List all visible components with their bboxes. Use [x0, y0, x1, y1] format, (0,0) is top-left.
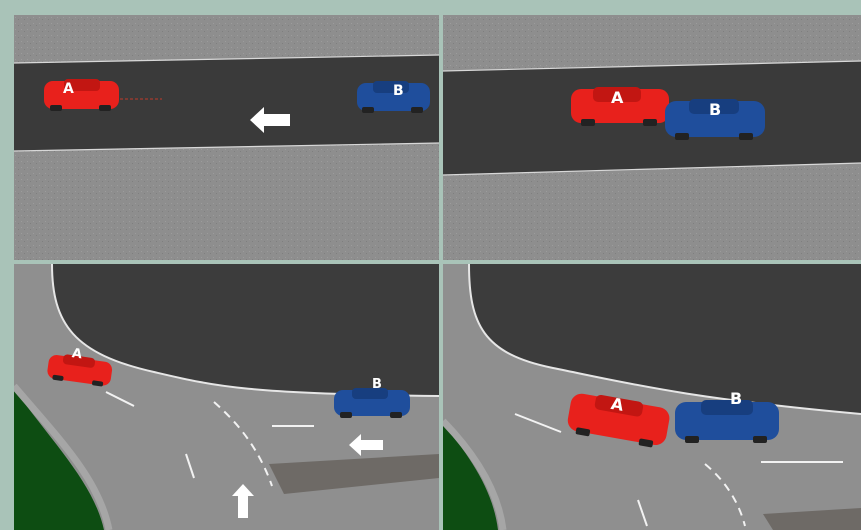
panel-bottom-left-scene: A B: [14, 264, 439, 530]
car-a: A: [571, 87, 669, 126]
car-a-label: A: [71, 346, 83, 362]
car-b-label: B: [393, 83, 404, 99]
panel-top-left: A B: [14, 15, 439, 260]
car-b: B: [665, 99, 765, 140]
panel-top-right-scene: A B: [443, 15, 861, 260]
car-a-label: A: [63, 81, 74, 97]
car-a-label: A: [611, 88, 624, 107]
car-b-label: B: [730, 389, 742, 408]
panel-top-right: A B: [443, 15, 861, 260]
panel-bottom-left: A B: [14, 264, 439, 530]
car-b-label: B: [372, 377, 382, 392]
panel-bottom-right-scene: A B: [443, 264, 861, 530]
car-b: B: [357, 81, 430, 113]
car-b-label: B: [709, 100, 721, 119]
panel-top-left-scene: A B: [14, 15, 439, 260]
panel-bottom-right: A B: [443, 264, 861, 530]
car-a: A: [44, 79, 119, 111]
